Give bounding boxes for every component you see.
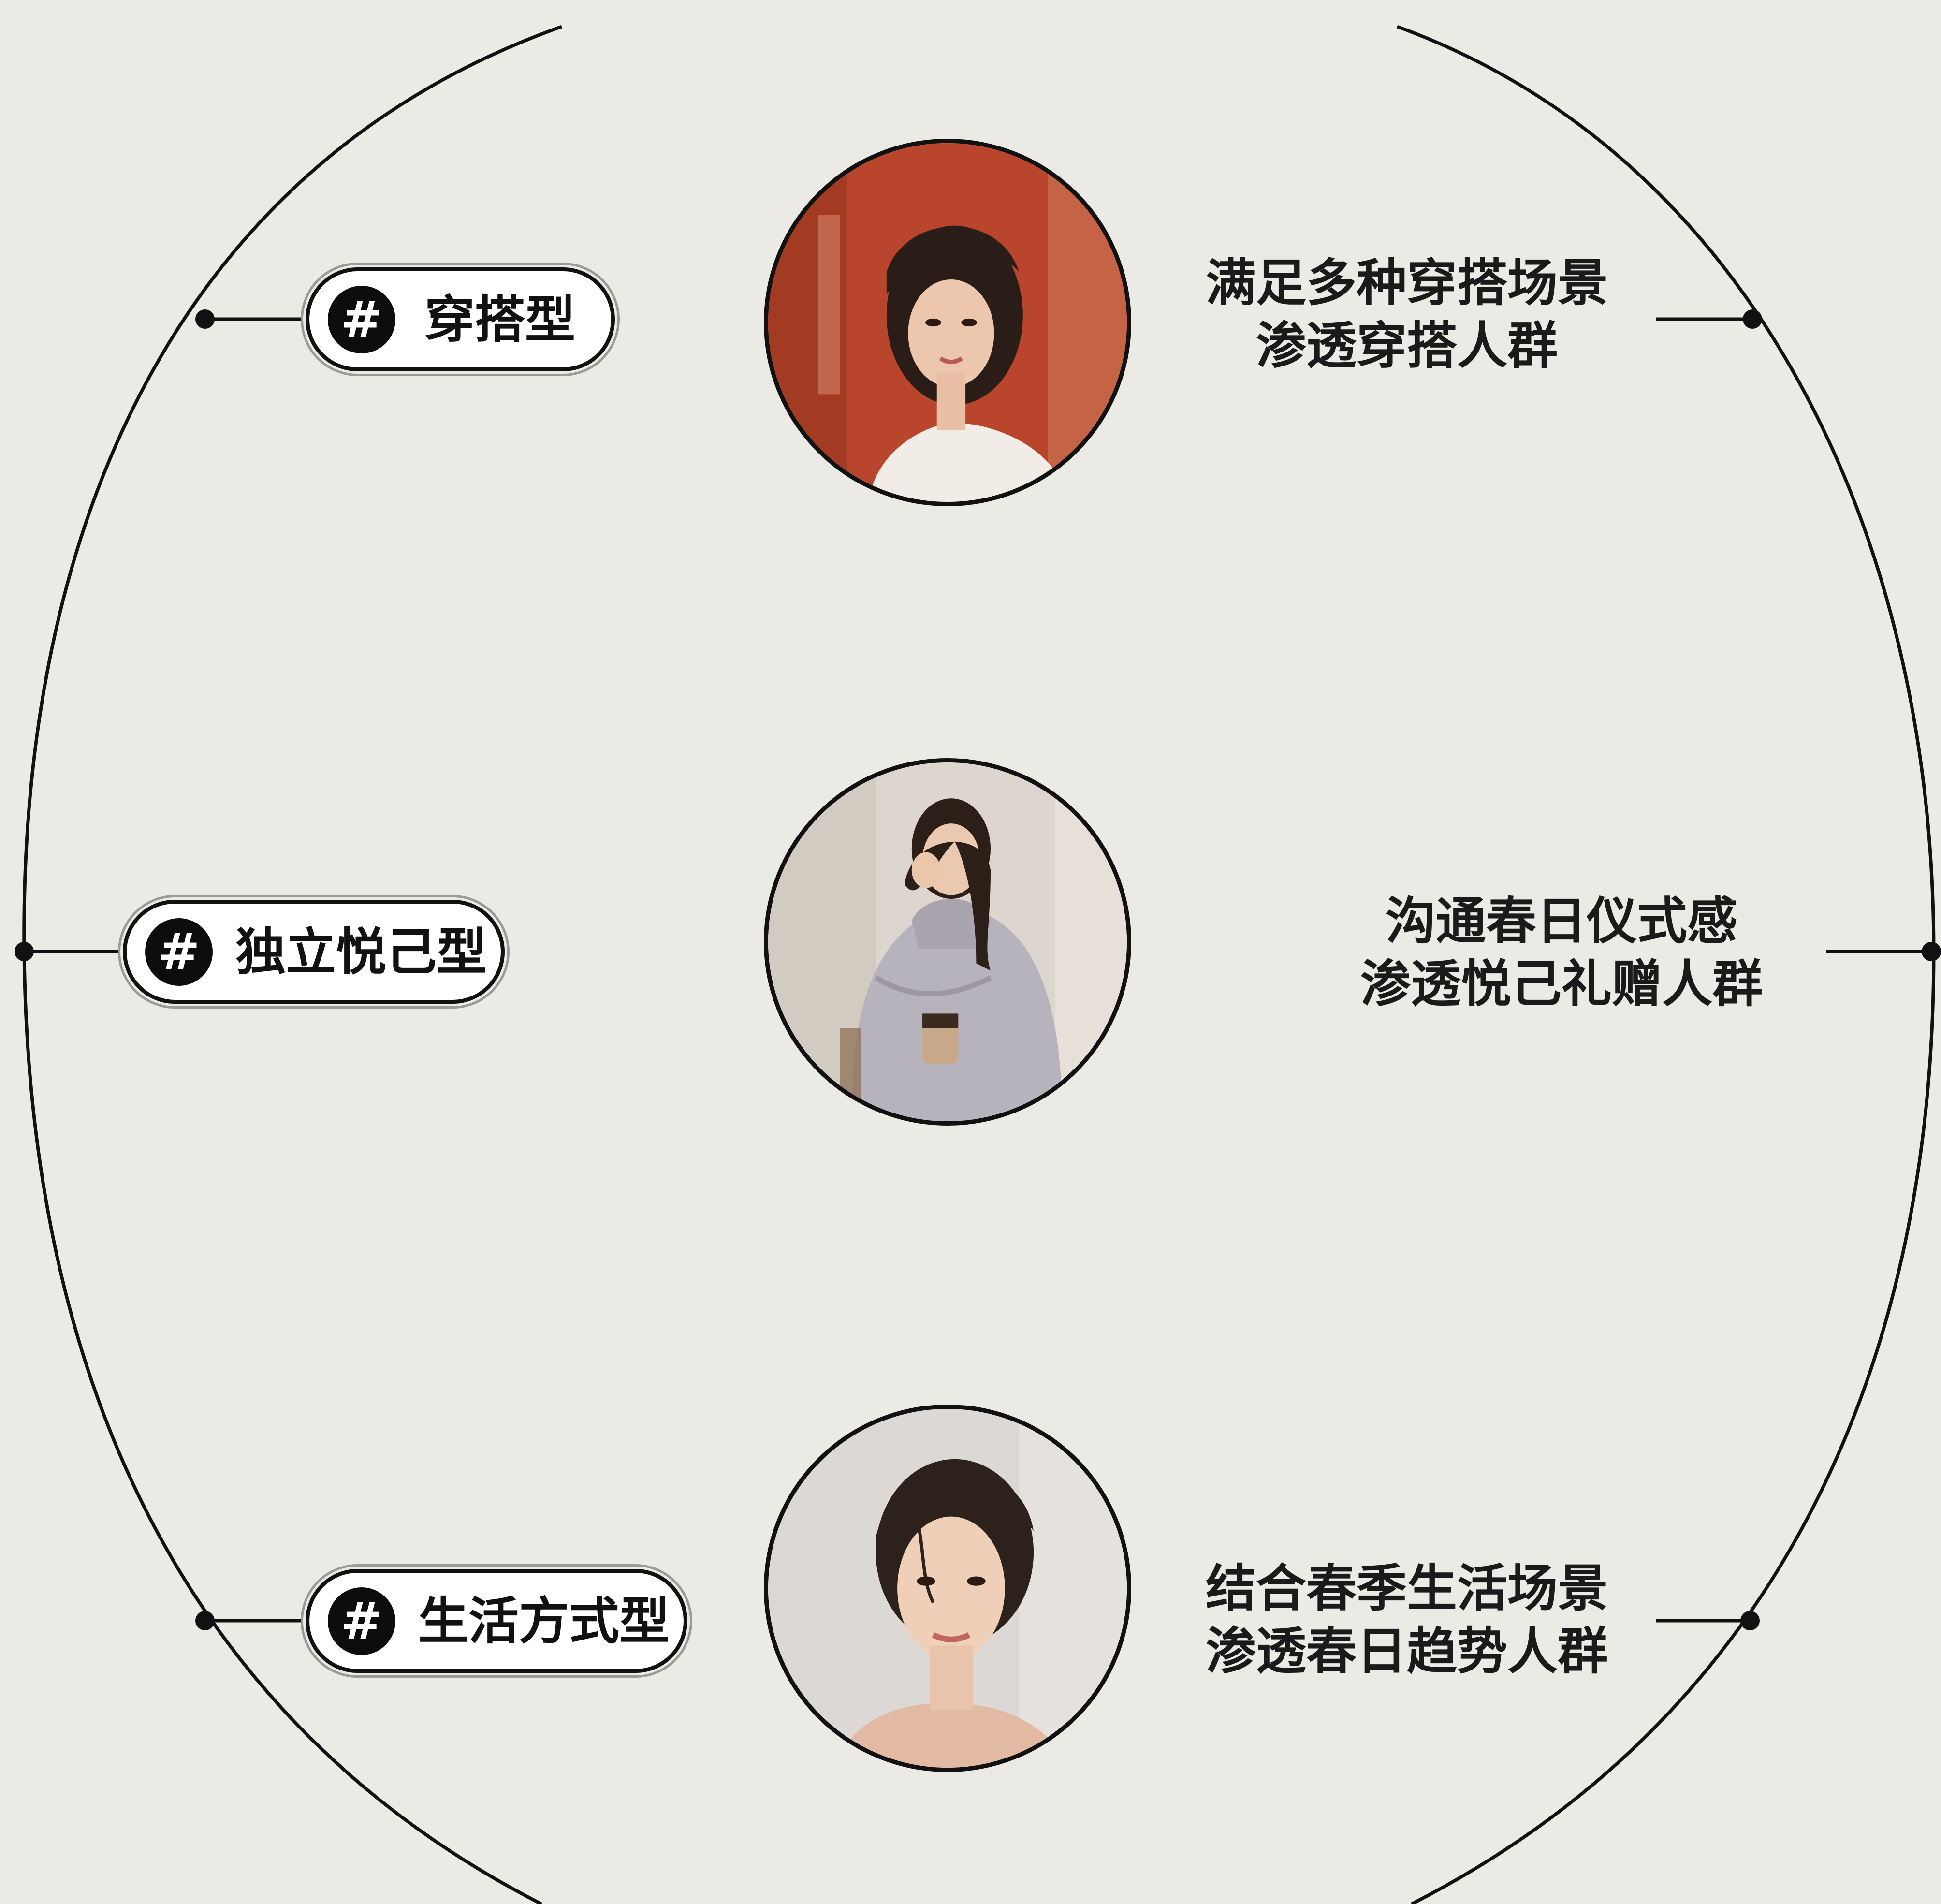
tag-pill-lifestyle: # 生活方式型: [306, 1569, 687, 1673]
portrait-photo-outfit: [764, 139, 1131, 506]
node-dot-right-3: [1740, 1611, 1760, 1630]
description-line-2: 渗透春日趋势人群: [1205, 1622, 1608, 1681]
segment-description-lifestyle: 结合春季生活场景 渗透春日趋势人群: [1180, 1557, 1634, 1683]
woman-grey-sweater-photo: [768, 762, 1127, 1121]
portrait-photo-self-pleasing: [764, 758, 1131, 1126]
portrait-photo-lifestyle: [764, 1405, 1131, 1772]
hash-icon: #: [145, 918, 213, 986]
tag-pill-outfit: # 穿搭型: [306, 267, 615, 371]
node-dot-right-2: [1922, 942, 1941, 961]
node-dot-left-1: [195, 309, 215, 329]
description-line-1: 满足多种穿搭场景: [1205, 253, 1608, 312]
description-line-2: 渗透穿搭人群: [1255, 316, 1558, 375]
hash-icon: #: [328, 1587, 395, 1655]
description-line-1: 沟通春日仪式感: [1385, 892, 1737, 951]
node-dot-left-3: [195, 1611, 215, 1630]
woman-bob-haircut-photo: [768, 143, 1127, 502]
tag-label: 生活方式型: [418, 1591, 670, 1651]
node-dot-left-2: [15, 942, 34, 961]
tag-pill-self-pleasing: # 独立悦己型: [123, 900, 505, 1004]
woman-portrait-photo: [768, 1409, 1127, 1768]
segment-description-self-pleasing: 沟通春日仪式感 渗透悦己礼赠人群: [1349, 890, 1774, 1015]
description-line-2: 渗透悦己礼赠人群: [1360, 954, 1763, 1013]
segment-description-outfit: 满足多种穿搭场景 渗透穿搭人群: [1189, 251, 1624, 377]
description-line-1: 结合春季生活场景: [1205, 1559, 1608, 1618]
tag-label: 独立悦己型: [235, 922, 487, 981]
tag-label: 穿搭型: [424, 290, 576, 349]
node-dot-right-1: [1743, 309, 1762, 329]
hash-icon: #: [328, 285, 395, 353]
